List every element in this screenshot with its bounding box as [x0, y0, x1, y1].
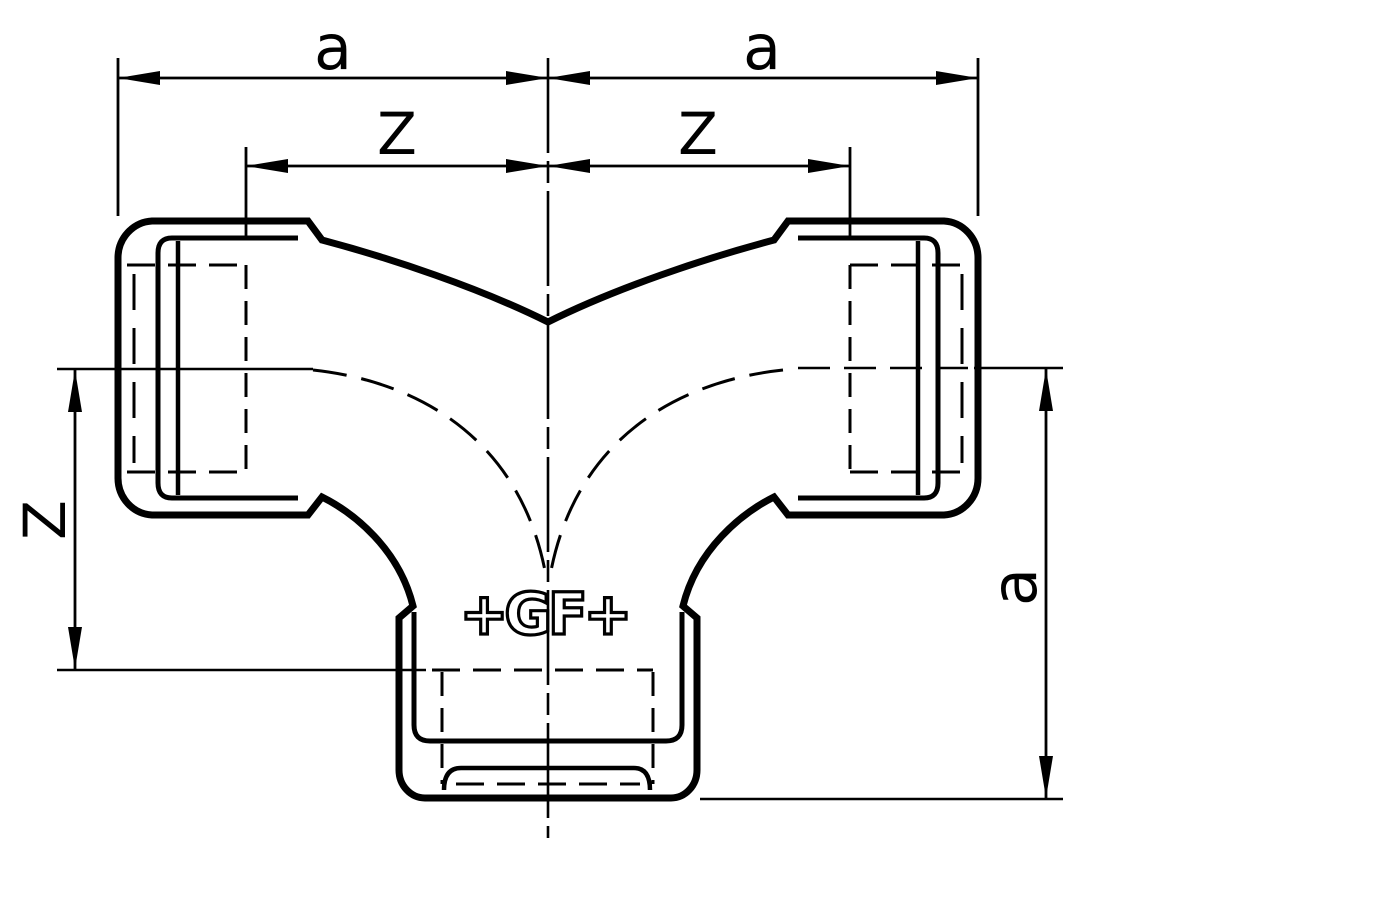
- arrow-up-icon: [68, 370, 82, 412]
- arrow-down-icon: [1039, 756, 1053, 798]
- arrow-right-icon: [506, 159, 548, 173]
- gf-logo: +GF+: [460, 580, 628, 648]
- hidden-lines: [127, 263, 969, 786]
- datum-lines: [57, 58, 1063, 838]
- fitting-body: [114, 217, 982, 802]
- arrow-left-icon: [246, 159, 288, 173]
- bore-curve-left: [312, 368, 549, 583]
- dimension-arrows: [68, 71, 1053, 798]
- arrow-down-icon: [68, 627, 82, 669]
- label-z-top-left: Z: [377, 100, 417, 168]
- label-z-left-vertical: Z: [11, 500, 79, 540]
- band-inner-left: [155, 235, 298, 501]
- arrow-left-icon: [548, 159, 590, 173]
- arrow-up-icon: [1039, 369, 1053, 411]
- band-inner-bottom: [411, 612, 685, 744]
- socket-mouth-rim-bottom: [441, 765, 653, 791]
- label-a-right-vertical: a: [978, 568, 1051, 606]
- label-a-top-left: a: [314, 11, 352, 84]
- dimension-lines: [73, 58, 1048, 799]
- label-z-top-right: Z: [678, 100, 718, 168]
- arrow-left-icon: [548, 71, 590, 85]
- bore-curve-right: [547, 368, 784, 583]
- fitting-outline: [114, 217, 982, 802]
- arrow-right-icon: [808, 159, 850, 173]
- label-a-top-right: a: [743, 11, 781, 84]
- arrow-left-icon: [118, 71, 160, 85]
- dimension-labels: a a Z Z Z a: [11, 11, 1051, 606]
- arrow-right-icon: [936, 71, 978, 85]
- arrow-right-icon: [506, 71, 548, 85]
- band-inner-right: [798, 235, 941, 501]
